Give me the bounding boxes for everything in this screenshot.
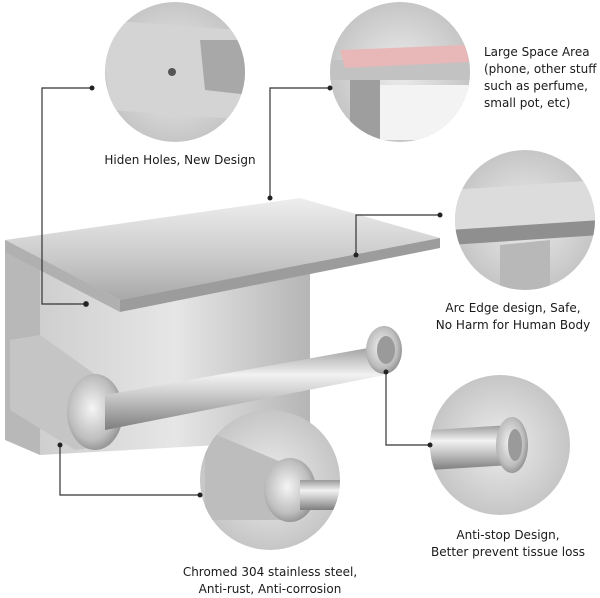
caption-arc-edge: Arc Edge design, Safe, No Harm for Human… <box>430 300 596 334</box>
callout-dots <box>57 85 443 498</box>
caption-line: Anti-stop Design, <box>456 528 560 542</box>
caption-hidden-holes: Hiden Holes, New Design <box>100 152 260 169</box>
callout-lines <box>41 87 440 496</box>
phone-image <box>340 45 470 68</box>
detail-circle-large-space <box>330 2 470 142</box>
caption-line: Arc Edge design, Safe, <box>445 301 581 315</box>
caption-line: Better prevent tissue loss <box>431 545 585 559</box>
caption-line: No Harm for Human Body <box>435 318 591 332</box>
main-product <box>5 198 440 455</box>
caption-line: small pot, etc) <box>484 96 571 110</box>
caption-line: such as perfume, <box>484 79 588 93</box>
caption-stainless: Chromed 304 stainless steel, Anti-rust, … <box>170 564 370 598</box>
detail-circle-hidden-holes <box>105 2 245 142</box>
detail-circle-stainless <box>200 410 340 550</box>
caption-line: Anti-rust, Anti-corrosion <box>198 582 342 596</box>
detail-circle-anti-stop <box>430 375 570 515</box>
caption-anti-stop: Anti-stop Design, Better prevent tissue … <box>420 527 596 561</box>
caption-large-space: Large Space Area (phone, other stuff suc… <box>484 44 596 112</box>
caption-line: Chromed 304 stainless steel, <box>182 565 358 579</box>
caption-line: Large Space Area <box>484 45 590 59</box>
detail-circle-arc-edge <box>455 150 595 290</box>
caption-line: Hiden Holes, New Design <box>104 153 256 167</box>
caption-line: (phone, other stuff <box>484 62 597 76</box>
